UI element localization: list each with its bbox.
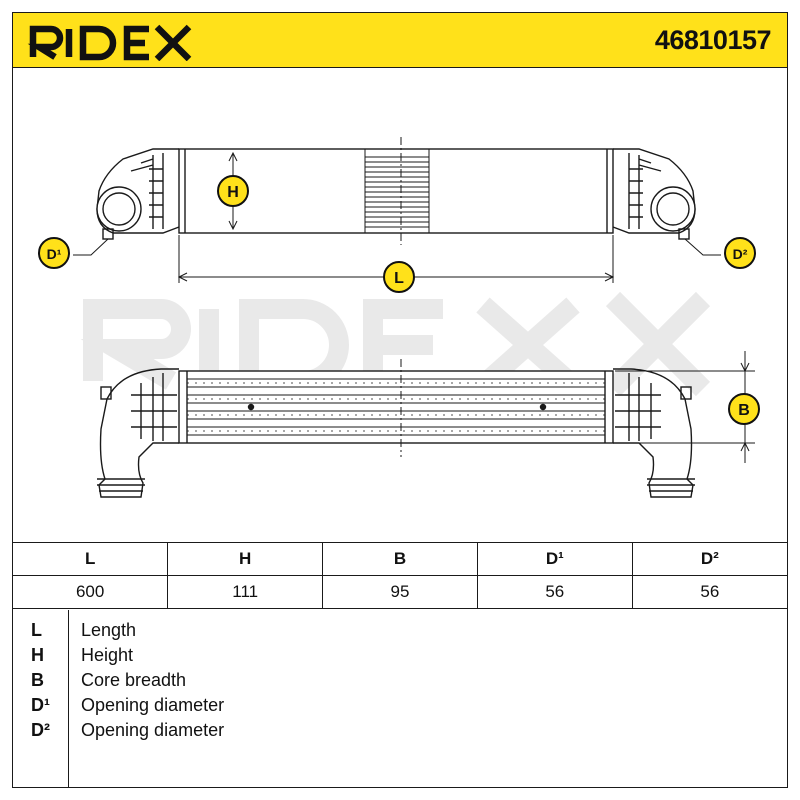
svg-text:L: L (394, 270, 404, 287)
table-header-row: L H B D¹ D² (13, 542, 787, 576)
legend-label: Core breadth (81, 670, 187, 690)
legend: L Length H Height B Core breadth D¹ Open… (13, 610, 787, 787)
part-number: 46810157 (654, 25, 772, 55)
legend-label: Opening diameter (81, 695, 225, 715)
legend-divider (68, 610, 69, 787)
value-length: 600 (13, 575, 169, 609)
legend-label: Opening diameter (81, 720, 225, 740)
legend-label: Length (81, 620, 137, 640)
svg-text:B: B (738, 402, 750, 419)
badge-length: L (383, 261, 415, 293)
list-item: D¹ Opening diameter (13, 695, 787, 720)
intercooler-side-view (97, 351, 755, 498)
legend-label: Height (81, 645, 134, 665)
legend-key: D² (31, 720, 50, 740)
dimension-table: L H B D¹ D² 600 111 95 56 56 (13, 542, 787, 609)
svg-text:H: H (227, 184, 239, 201)
badge-breadth: B (728, 393, 760, 425)
badge-diameter-2: D² (724, 237, 756, 269)
value-diameter-2: 56 (631, 575, 787, 609)
technical-drawing: H L D¹ D² B (38, 137, 760, 498)
svg-text:D²: D² (733, 246, 748, 262)
badge-diameter-1: D¹ (38, 237, 70, 269)
column-header-b: B (322, 542, 478, 576)
ridex-watermark (80, 291, 711, 397)
value-breadth: 95 (322, 575, 478, 609)
ridex-logo (27, 24, 192, 61)
legend-key: L (31, 620, 42, 640)
drawing-sheet: 46810157 (12, 12, 788, 788)
legend-key: D¹ (31, 695, 50, 715)
list-item: L Length (13, 620, 787, 645)
list-item: B Core breadth (13, 670, 787, 695)
column-header-d1: D¹ (476, 542, 633, 576)
column-header-d2: D² (631, 542, 787, 576)
list-item: H Height (13, 645, 787, 670)
svg-text:D¹: D¹ (47, 246, 62, 262)
value-diameter-1: 56 (476, 575, 633, 609)
list-item: D² Opening diameter (13, 720, 787, 745)
intercooler-top-view (73, 137, 721, 283)
badge-height: H (217, 175, 249, 207)
value-height: 111 (167, 575, 324, 609)
header-bar: 46810157 (13, 13, 787, 68)
column-header-l: L (13, 542, 169, 576)
column-header-h: H (167, 542, 324, 576)
legend-key: H (31, 645, 44, 665)
table-row: 600 111 95 56 56 (13, 575, 787, 609)
legend-key: B (31, 670, 44, 690)
